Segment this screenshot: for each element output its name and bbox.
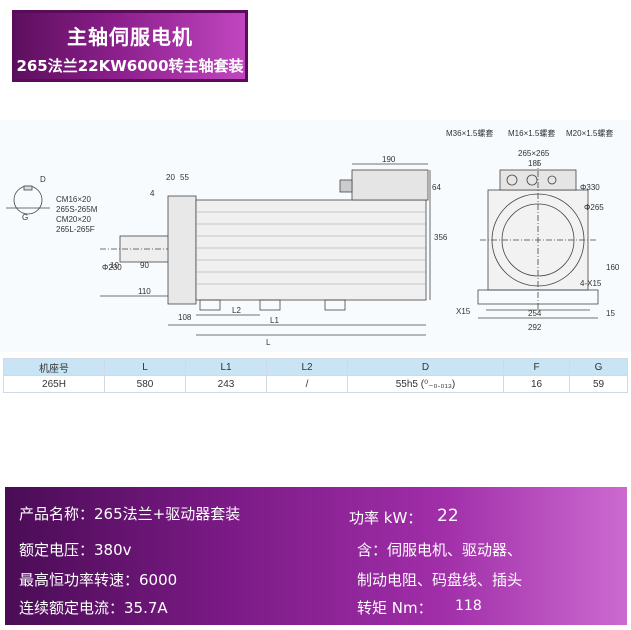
table-header-cell: 机座号 bbox=[3, 358, 105, 376]
max-speed: 最高恒功率转速：6000 bbox=[19, 571, 178, 589]
product-name: 产品名称：265法兰+驱动器套装 bbox=[19, 505, 241, 523]
table-header-cell: L2 bbox=[266, 358, 348, 376]
product-info-panel: 产品名称：265法兰+驱动器套装 额定电压：380v 最高恒功率转速：6000 … bbox=[5, 487, 627, 625]
cm-label: CM20×20 bbox=[56, 215, 91, 224]
table-header-cell: G bbox=[569, 358, 628, 376]
dim-356-label: 356 bbox=[434, 233, 448, 242]
table-cell: 55h5 (⁰₋₀.₀₁₃) bbox=[347, 375, 504, 393]
dim-d-label: D bbox=[40, 175, 46, 184]
includes-line-1: 含：伺服电机、驱动器、 bbox=[357, 541, 523, 559]
motor-foot bbox=[324, 299, 346, 311]
dim-10-label: 10 bbox=[110, 261, 119, 270]
spec-table: 机座号 L L1 L2 D F G 265H 580 243 / 55h5 (⁰… bbox=[3, 358, 628, 393]
dim-110-label: 110 bbox=[138, 287, 151, 296]
dim-l1-label: L1 bbox=[270, 316, 279, 325]
dim-292-label: 292 bbox=[528, 323, 542, 332]
dim-265x265-label: 265×265 bbox=[518, 149, 550, 158]
rated-voltage: 额定电压：380v bbox=[19, 541, 132, 559]
technical-drawing: D G CM16×20 265S-265M CM20×20 265L-265F … bbox=[0, 120, 631, 352]
table-cell: 580 bbox=[104, 375, 186, 393]
dim-185-label: 185 bbox=[528, 159, 542, 168]
dim-330-label: Φ330 bbox=[580, 183, 600, 192]
includes-line-2: 制动电阻、码盘线、插头 bbox=[357, 571, 523, 589]
dim-4-label: 4 bbox=[150, 189, 155, 198]
dim-108-label: 108 bbox=[178, 313, 192, 322]
title-banner: 主轴伺服电机 265法兰22KW6000转主轴套装 bbox=[12, 10, 248, 82]
m16-label: M16×1.5螺套 bbox=[508, 128, 555, 138]
motor-flange bbox=[167, 195, 197, 305]
dim-15a-label: Χ15 bbox=[456, 307, 471, 316]
motor-foot bbox=[199, 299, 221, 311]
dim-90-label: 90 bbox=[140, 261, 149, 270]
dim-160-label: 160 bbox=[606, 263, 620, 272]
key-slot bbox=[23, 185, 33, 191]
cm-label: CM16×20 bbox=[56, 195, 91, 204]
drawing-svg: D G CM16×20 265S-265M CM20×20 265L-265F … bbox=[6, 128, 620, 347]
torque-label: 转矩 Nm： bbox=[357, 599, 433, 617]
power-value: 22 bbox=[437, 506, 459, 526]
dim-15b-label: 15 bbox=[606, 309, 615, 318]
table-row: 265H 580 243 / 55h5 (⁰₋₀.₀₁₃) 16 59 bbox=[3, 375, 628, 393]
dim-254-label: 254 bbox=[528, 309, 542, 318]
m36-label: M36×1.5螺套 bbox=[446, 128, 493, 138]
table-cell: 16 bbox=[503, 375, 570, 393]
dim-230-label: Φ230 bbox=[102, 263, 122, 272]
table-cell: 265H bbox=[3, 375, 105, 393]
dim-64-label: 64 bbox=[432, 183, 441, 192]
m20-label: M20×1.5螺套 bbox=[566, 128, 613, 138]
power-label: 功率 kW： bbox=[349, 509, 423, 527]
product-title: 主轴伺服电机 bbox=[67, 25, 193, 49]
dim-190-label: 190 bbox=[382, 155, 396, 164]
table-header-cell: F bbox=[503, 358, 570, 376]
end-view-base bbox=[477, 289, 599, 305]
rated-current: 连续额定电流：35.7A bbox=[19, 599, 168, 617]
dim-4x15-label: 4-Χ15 bbox=[580, 279, 602, 288]
motor-body bbox=[195, 199, 427, 301]
table-header-cell: L1 bbox=[185, 358, 267, 376]
table-header-row: 机座号 L L1 L2 D F G bbox=[3, 358, 628, 376]
dim-l-label: L bbox=[266, 338, 271, 347]
cm-label: 265L-265F bbox=[56, 225, 95, 234]
dim-l2-label: L2 bbox=[232, 306, 241, 315]
junction-box bbox=[351, 169, 429, 201]
cable-gland bbox=[339, 179, 353, 193]
table-cell: 243 bbox=[185, 375, 267, 393]
cm-label: 265S-265M bbox=[56, 205, 98, 214]
dim-265-label: Φ265 bbox=[584, 203, 604, 212]
torque-value: 118 bbox=[455, 598, 482, 614]
product-subtitle: 265法兰22KW6000转主轴套装 bbox=[16, 57, 244, 75]
table-header-cell: L bbox=[104, 358, 186, 376]
dim-55-label: 55 bbox=[180, 173, 189, 182]
table-cell: 59 bbox=[569, 375, 628, 393]
motor-foot bbox=[259, 299, 281, 311]
dim-g-label: G bbox=[22, 213, 28, 222]
table-header-cell: D bbox=[347, 358, 504, 376]
table-cell: / bbox=[266, 375, 348, 393]
dim-20-label: 20 bbox=[166, 173, 175, 182]
